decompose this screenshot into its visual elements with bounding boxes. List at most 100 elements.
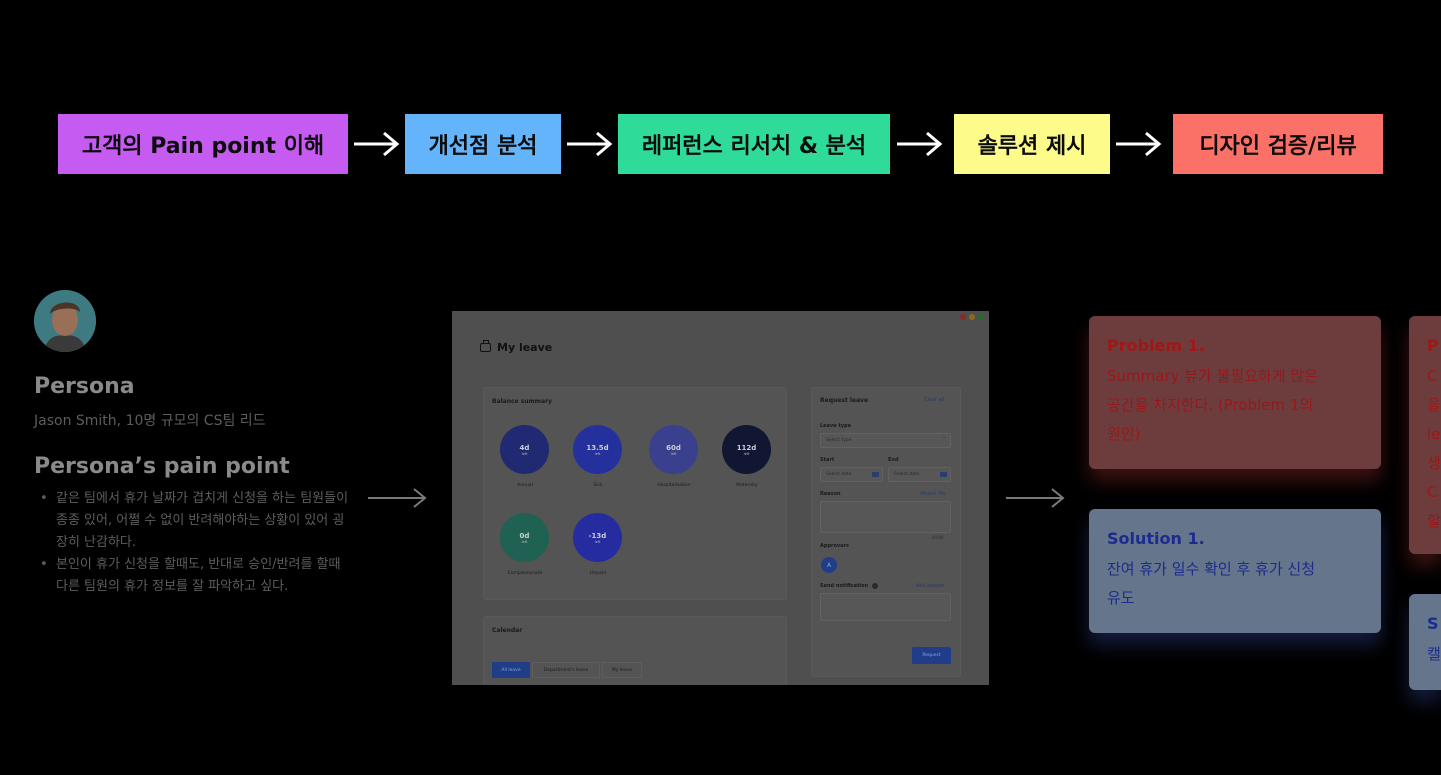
briefcase-icon: [480, 340, 491, 352]
avatar: [34, 290, 96, 352]
solution-card-1: Solution 1. 잔여 휴가 일수 확인 후 휴가 신청 유도: [1089, 509, 1381, 633]
pain-point-title: Persona’s pain point: [34, 454, 290, 479]
calendar-icon: [872, 472, 879, 477]
tab-department-leave[interactable]: Department's leave: [532, 662, 600, 678]
solution-body: 캘: [1427, 640, 1441, 669]
arrow-right-icon: [354, 131, 400, 157]
date-placeholder: Select date: [894, 472, 920, 477]
leave-type-select[interactable]: Select type ⌃: [820, 433, 951, 448]
tab-all-leave[interactable]: All leave: [492, 662, 530, 678]
arrow-right-icon: [1006, 488, 1065, 508]
problem-line: 공간을 차지한다. (Problem 1의: [1107, 396, 1314, 414]
step-improvement: 개선점 분석: [405, 114, 561, 174]
close-dot: [960, 314, 966, 320]
request-leave-title: Request leave: [820, 397, 869, 404]
list-item: 본인이 휴가 신청을 할때도, 반대로 승인/반려를 할때 다른 팀원의 휴가 …: [36, 554, 354, 598]
start-label: Start: [820, 457, 835, 463]
balance-maternity[interactable]: 112d left: [722, 425, 771, 474]
notification-input[interactable]: [820, 593, 951, 621]
reason-textarea[interactable]: [820, 501, 951, 533]
end-date-input[interactable]: Select date: [888, 467, 951, 482]
balance-hospitalisation[interactable]: 60d left: [649, 425, 698, 474]
char-count: 0/500: [932, 535, 944, 540]
balance-unit: left: [743, 451, 750, 456]
maximize-dot: [978, 314, 984, 320]
balance-value: -13d: [588, 531, 607, 540]
balance-label: Annual: [517, 483, 533, 488]
solution-title: Solution 1.: [1107, 529, 1205, 548]
balance-label: Sick: [593, 483, 603, 488]
app-screenshot: My leave Balance summary 4d left Annual …: [452, 311, 989, 685]
balance-unit: left: [594, 539, 601, 544]
persona-title: Persona: [34, 374, 135, 399]
window-controls: [960, 314, 984, 320]
problem-line: 을: [1427, 396, 1441, 414]
problem-line: Summary 뷰가 불필요하게 많은: [1107, 367, 1318, 385]
attach-file-link[interactable]: Attach file: [920, 491, 946, 497]
problem-line: C: [1427, 367, 1438, 385]
solution-title: S: [1427, 614, 1439, 633]
problem-line: 원인): [1107, 425, 1141, 443]
problem-line: C: [1427, 483, 1438, 501]
balance-summary-title: Balance summary: [492, 398, 552, 405]
leave-type-label: Leave type: [820, 423, 851, 429]
balance-unit: left: [594, 451, 601, 456]
balance-annual[interactable]: 4d left: [500, 425, 549, 474]
problem-line: le: [1427, 425, 1441, 443]
arrow-right-icon: [897, 131, 943, 157]
problem-title: Problem 1.: [1107, 336, 1205, 355]
step-solution: 솔루션 제시: [954, 114, 1110, 174]
balance-value: 0d: [519, 531, 530, 540]
list-item: 같은 팀에서 휴가 날짜가 겹치게 신청을 하는 팀원들이 종종 있어, 어쩔 …: [36, 488, 354, 554]
calendar-panel: [483, 616, 787, 685]
problem-line: 할: [1427, 512, 1441, 530]
send-notification-label: Send notification: [820, 583, 869, 589]
minimize-dot: [969, 314, 975, 320]
approver-avatar[interactable]: A: [821, 557, 837, 573]
chevron-updown-icon: ⌃: [942, 437, 946, 442]
problem-card-2: P C 을 le 생 C 할: [1409, 316, 1441, 554]
clear-all-link[interactable]: Clear all: [924, 397, 945, 403]
balance-label: Compassionate: [507, 571, 543, 576]
solution-line: 유도: [1107, 589, 1135, 607]
arrow-right-icon: [567, 131, 613, 157]
tab-my-leave[interactable]: My leave: [602, 662, 642, 678]
balance-unit: left: [670, 451, 677, 456]
balance-label: Unpaid: [590, 571, 606, 576]
step-reference: 레퍼런스 리서치 & 분석: [618, 114, 890, 174]
add-people-link[interactable]: Add people: [916, 583, 945, 589]
pain-point-list: 같은 팀에서 휴가 날짜가 겹치게 신청을 하는 팀원들이 종종 있어, 어쩔 …: [36, 488, 354, 598]
balance-compassionate[interactable]: 0d left: [500, 513, 549, 562]
step-pain-point: 고객의 Pain point 이해: [58, 114, 348, 174]
solution-line: 잔여 휴가 일수 확인 후 휴가 신청: [1107, 560, 1316, 578]
balance-unit: left: [521, 539, 528, 544]
balance-value: 13.5d: [586, 443, 609, 452]
balance-unpaid[interactable]: -13d left: [573, 513, 622, 562]
problem-line: 생: [1427, 454, 1441, 472]
solution-line: 캘: [1427, 645, 1441, 663]
date-placeholder: Select date: [826, 472, 852, 477]
leave-type-placeholder: Select type: [826, 438, 852, 443]
balance-value: 4d: [519, 443, 530, 452]
calendar-icon: [940, 472, 947, 477]
approvers-label: Approvers: [820, 543, 850, 549]
problem-card-1: Problem 1. Summary 뷰가 불필요하게 많은 공간을 차지한다.…: [1089, 316, 1381, 469]
request-button[interactable]: Request: [912, 647, 951, 664]
solution-card-2: S 캘: [1409, 594, 1441, 690]
persona-subtitle: Jason Smith, 10명 규모의 CS팀 리드: [34, 413, 266, 429]
problem-body: Summary 뷰가 불필요하게 많은 공간을 차지한다. (Problem 1…: [1107, 362, 1363, 449]
arrow-right-icon: [368, 488, 427, 508]
reason-label: Reason: [820, 491, 841, 497]
balance-value: 60d: [666, 443, 681, 452]
problem-body: C 을 le 생 C 할: [1427, 362, 1441, 536]
end-label: End: [888, 457, 899, 463]
start-date-input[interactable]: Select date: [820, 467, 883, 482]
arrow-right-icon: [1116, 131, 1162, 157]
problem-title: P: [1427, 336, 1439, 355]
balance-value: 112d: [736, 443, 757, 452]
app-title-label: My leave: [497, 341, 553, 354]
solution-body: 잔여 휴가 일수 확인 후 휴가 신청 유도: [1107, 555, 1363, 613]
step-review: 디자인 검증/리뷰: [1173, 114, 1383, 174]
balance-label: Maternity: [736, 483, 758, 488]
balance-sick[interactable]: 13.5d left: [573, 425, 622, 474]
